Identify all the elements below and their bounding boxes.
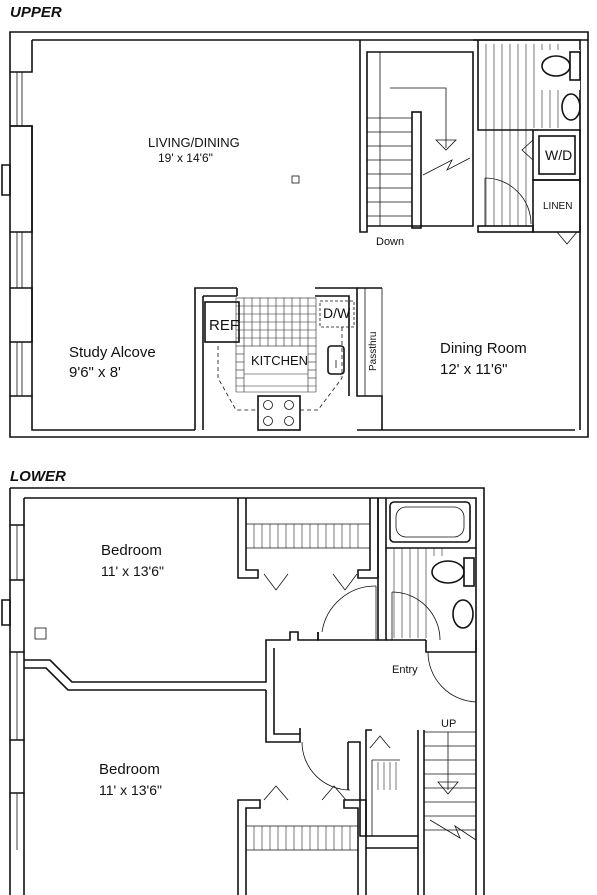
kitchen-sink-icon [327,345,345,375]
lower-linen [301,729,418,849]
washer-dryer-label: W/D [545,147,572,163]
bathtub [389,501,471,543]
entry-label: Entry [392,664,418,676]
kitchen: KITCHEN REF D/W Passthru [194,287,383,431]
closet-rod-hatch-1 [253,524,359,548]
lower-floor-title: LOWER [10,468,66,485]
stove [257,395,301,431]
column-icon-lower [34,627,47,640]
upper-floor-title: UPPER [10,4,62,21]
lower-closets [237,785,367,895]
stair-up-label: UP [441,718,456,730]
bedroom-1-name: Bedroom [101,542,162,559]
bedroom-2-size: 11' x 13'6" [99,782,162,798]
study-alcove-name: Study Alcove [69,344,156,361]
dining-room-size: 12' x 11'6" [440,361,508,378]
upper-stair-block: Down [359,40,474,248]
toilet-icon [541,55,571,77]
living-dining-size: 19' x 14'6" [158,151,213,165]
stair-down-label: Down [376,236,404,248]
upper-floor: UPPER [1,4,589,438]
bedroom-1-size: 11' x 13'6" [101,563,164,579]
dishwasher [319,300,355,328]
upper-exterior-walls [1,31,589,438]
closet-door-icon-1 [263,573,289,591]
passthru-label: Passthru [368,332,379,371]
lower-exterior-walls [1,487,485,895]
sink-icon [561,93,581,121]
closet-door-icon-4 [263,785,289,801]
dishwasher-label: D/W [323,305,351,321]
column-icon [291,175,300,184]
lower-floor: LOWER [1,468,485,895]
linen-door-icon [556,231,578,245]
bedroom-2-name: Bedroom [99,761,160,778]
study-alcove-size: 9'6" x 8' [69,364,121,381]
kitchen-floor-grid [235,297,317,393]
upper-closets [237,498,379,591]
sink-icon-lower [452,599,474,629]
closet-door-icon [521,139,534,161]
refrigerator [204,301,240,343]
kitchen-label: KITCHEN [251,353,308,368]
closet-door-icon-5 [321,785,347,801]
toilet-icon-lower [431,560,465,584]
linen-label: LINEN [543,201,572,212]
dining-room-name: Dining Room [440,340,527,357]
closet-rod-hatch-2 [253,826,351,850]
lower-bath [385,498,477,652]
washer-dryer [538,135,576,175]
refrigerator-label: REF [209,317,239,334]
living-dining-name: LIVING/DINING [148,135,240,150]
closet-door-icon-3 [369,735,391,749]
closet-door-icon-2 [332,573,358,591]
upper-bath: W/D LINEN [473,39,588,245]
lower-stair: UP [417,718,477,895]
